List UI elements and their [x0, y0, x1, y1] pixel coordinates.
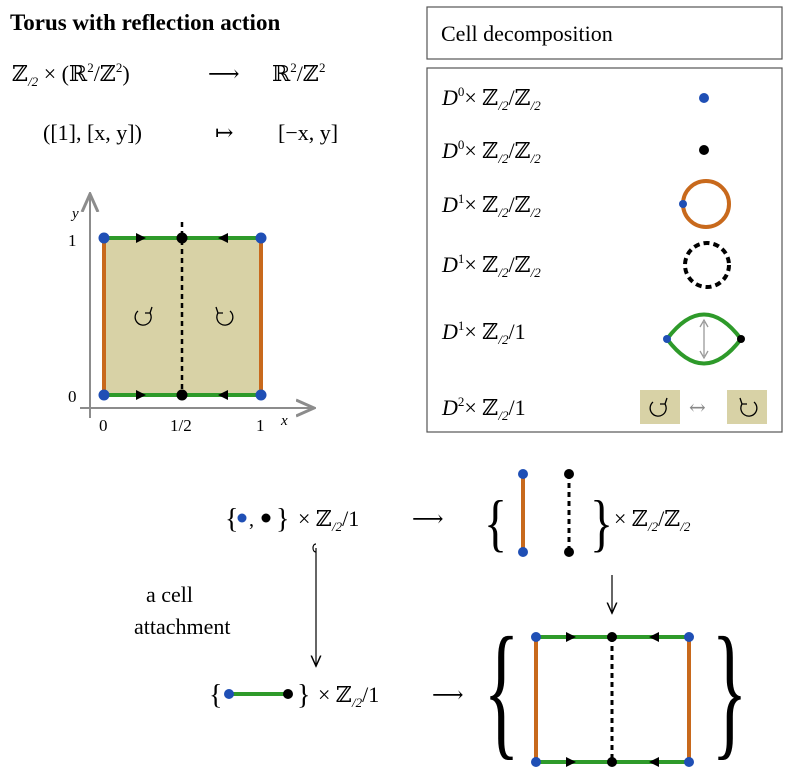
cell-row-3: D1× ℤ/2/ℤ/2 — [441, 191, 541, 220]
svg-text:}: } — [712, 606, 748, 773]
x-axis-label: x — [280, 413, 288, 429]
map-arrow: ⟶ — [208, 61, 240, 86]
vertex-blue — [255, 389, 267, 401]
swap-arrow: ↔ — [689, 395, 706, 419]
svg-text:× ℤ/2/1: × ℤ/2/1 — [298, 506, 359, 534]
map-group-sub: /2 — [27, 74, 39, 89]
map-line: ℤ/2 × (ℝ2/ℤ2) ⟶ ℝ2/ℤ2 — [12, 60, 325, 89]
arrow-top: ⟶ — [412, 506, 444, 531]
cell-row-4: D1× ℤ/2/ℤ/2 — [441, 251, 541, 280]
edge-set: { } × ℤ/2/1 — [209, 680, 379, 711]
points-set: { , } × ℤ/2/1 — [225, 504, 359, 535]
blue-point-icon — [699, 93, 709, 103]
x-tick-0: 0 — [99, 416, 108, 435]
black-point-icon — [699, 145, 709, 155]
swapped-rotation-icon — [640, 390, 767, 424]
cell-row-1: D0× ℤ/2/ℤ/2 — [441, 84, 541, 113]
cell-header-box — [426, 6, 783, 60]
arrow-bottom: ⟶ — [432, 682, 464, 707]
map-target-sup: 2 — [290, 60, 297, 75]
svg-text:× ℤ/2/1: × ℤ/2/1 — [318, 682, 379, 710]
rotation-icon-right — [215, 306, 234, 326]
vertex-black — [176, 389, 188, 401]
action-mapsto: ↦ — [215, 120, 233, 145]
map-group: ℤ — [12, 61, 28, 86]
action-source: ([1], [x, y]) — [43, 120, 142, 145]
arrowhead-bottom-right — [218, 390, 228, 400]
rotation-icon-left — [134, 306, 153, 326]
svg-text:ℤ/2 × (ℝ2/ℤ2): ℤ/2 × (ℝ2/ℤ2) — [12, 60, 130, 89]
y-axis-label: y — [70, 206, 79, 222]
x-tick-1: 1 — [256, 416, 265, 435]
arrowhead-top-right — [218, 233, 228, 243]
map-sup: 2 — [87, 60, 94, 75]
x-tick-half: 1/2 — [170, 416, 192, 435]
cell-row-6: D2× ℤ/2/1 — [441, 394, 526, 423]
y-tick-0: 0 — [68, 387, 77, 406]
map-times: × (ℝ — [38, 61, 88, 86]
map-target-slash: /ℤ — [297, 61, 319, 86]
svg-text:{: { — [484, 489, 507, 559]
vertex-blue — [255, 232, 267, 244]
arrowhead-top-left — [136, 233, 146, 243]
map-target: ℝ — [272, 61, 291, 86]
vertex-blue — [98, 232, 110, 244]
map-sup-b: 2 — [116, 60, 123, 75]
segments-set: { } × ℤ/2/ℤ/2 — [484, 469, 691, 559]
map-target-sup2: 2 — [319, 60, 326, 75]
cell-row-2: D0× ℤ/2/ℤ/2 — [441, 137, 541, 166]
cell-list-box — [426, 67, 783, 433]
action-image: [−x, y] — [278, 120, 338, 145]
svg-text:,: , — [249, 509, 254, 531]
orange-circle-icon — [679, 179, 731, 229]
action-line: ([1], [x, y]) ↦ [−x, y] — [43, 120, 338, 145]
cell-row-5: D1× ℤ/2/1 — [441, 318, 526, 347]
svg-text:{: { — [209, 680, 222, 711]
square-plot: y x 1 0 0 1/2 1 — [68, 196, 312, 435]
svg-text:{: { — [484, 606, 520, 773]
cell-header: Cell decomposition — [441, 21, 613, 46]
y-tick-1: 1 — [68, 231, 77, 250]
svg-text:{: { — [225, 504, 238, 535]
map-close: ) — [122, 61, 129, 86]
square-result: { } — [484, 606, 748, 773]
svg-text:× ℤ/2/ℤ/2: × ℤ/2/ℤ/2 — [614, 506, 691, 534]
vertex-blue — [98, 389, 110, 401]
arrowhead-bottom-left — [136, 390, 146, 400]
svg-text:ℝ2/ℤ2: ℝ2/ℤ2 — [272, 60, 325, 86]
svg-text:}: } — [276, 504, 289, 535]
green-lens-icon — [663, 312, 745, 366]
map-slash: /ℤ — [94, 61, 116, 86]
svg-text:}: } — [297, 680, 310, 711]
vertex-black — [176, 232, 188, 244]
bottom-diagram: { , } × ℤ/2/1 ⟶ { } × ℤ/2/ℤ/2 a cell att… — [134, 469, 748, 773]
attachment-label-2: attachment — [134, 614, 231, 639]
cell-decomposition-panel: Cell decomposition D0× ℤ/2/ℤ/2 D0× ℤ/2/ℤ… — [426, 6, 783, 433]
attachment-label-1: a cell — [146, 582, 193, 607]
dashed-circle-icon — [683, 241, 731, 289]
hook — [312, 543, 317, 553]
svg-text:}: } — [590, 489, 613, 559]
title: Torus with reflection action — [10, 10, 280, 35]
